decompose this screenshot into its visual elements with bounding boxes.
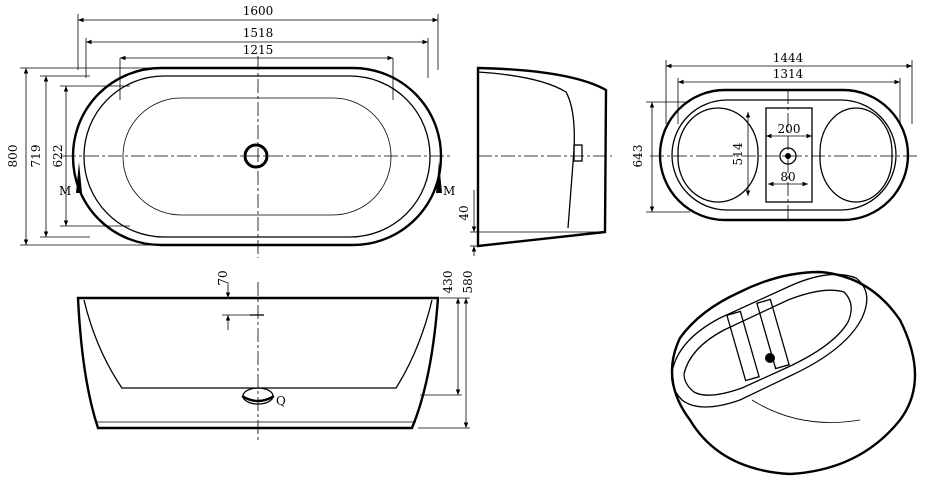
dim-inner-width: 622 [51, 145, 65, 168]
insert-dim-compartment-width: 200 [778, 122, 801, 136]
insert-dim-inner-length: 1314 [773, 67, 804, 81]
tub-basin-inner [122, 97, 392, 216]
dim-base: 40 [457, 205, 471, 220]
side-view: 40 [457, 66, 612, 256]
dim-inner-length: 1215 [243, 43, 274, 57]
dim-drain-offset: 70 [216, 270, 230, 285]
side-overflow-icon [573, 144, 583, 162]
dim-total-width: 800 [6, 145, 20, 168]
compartment-left [677, 107, 759, 203]
tub-outer-rim [71, 66, 443, 247]
insert-drain-icon [779, 147, 797, 165]
mark-left-label: M [59, 184, 71, 198]
drain-icon [243, 143, 269, 169]
iso-rim [671, 273, 868, 408]
isometric-view [670, 270, 917, 476]
front-view: Q 70 430 580 [76, 270, 475, 440]
dim-total-height: 580 [461, 271, 475, 294]
compartment-right [819, 107, 893, 203]
insert-view: 1444 1314 643 514 200 80 [631, 51, 918, 222]
iso-outer-shell [670, 270, 917, 476]
insert-dim-width: 643 [631, 145, 645, 168]
dim-inner-depth: 430 [441, 271, 455, 294]
tub-side-inner-line [477, 71, 575, 229]
insert-dim-drain-size: 80 [780, 170, 795, 184]
mark-drain-label: Q [276, 394, 286, 408]
tub-front-outer [76, 296, 440, 430]
dim-outer-width: 719 [29, 145, 43, 168]
dim-outer-length: 1518 [243, 26, 274, 40]
top-view: M M 1600 1518 1215 800 719 622 [6, 4, 455, 258]
insert-dim-outer-length: 1444 [773, 51, 804, 65]
marker-arrow-right-icon [436, 162, 442, 193]
mark-right-label: M [443, 184, 455, 198]
insert-outer-rim [658, 88, 910, 222]
tub-side-profile [476, 66, 608, 248]
insert-dim-compartment-depth: 514 [731, 142, 745, 165]
tub-inner-rim [83, 75, 431, 238]
marker-arrow-left-icon [76, 162, 82, 193]
dim-total-length: 1600 [243, 4, 274, 18]
iso-partition-right [756, 298, 790, 370]
compartment-center [765, 107, 813, 203]
iso-partition-left [726, 310, 760, 382]
